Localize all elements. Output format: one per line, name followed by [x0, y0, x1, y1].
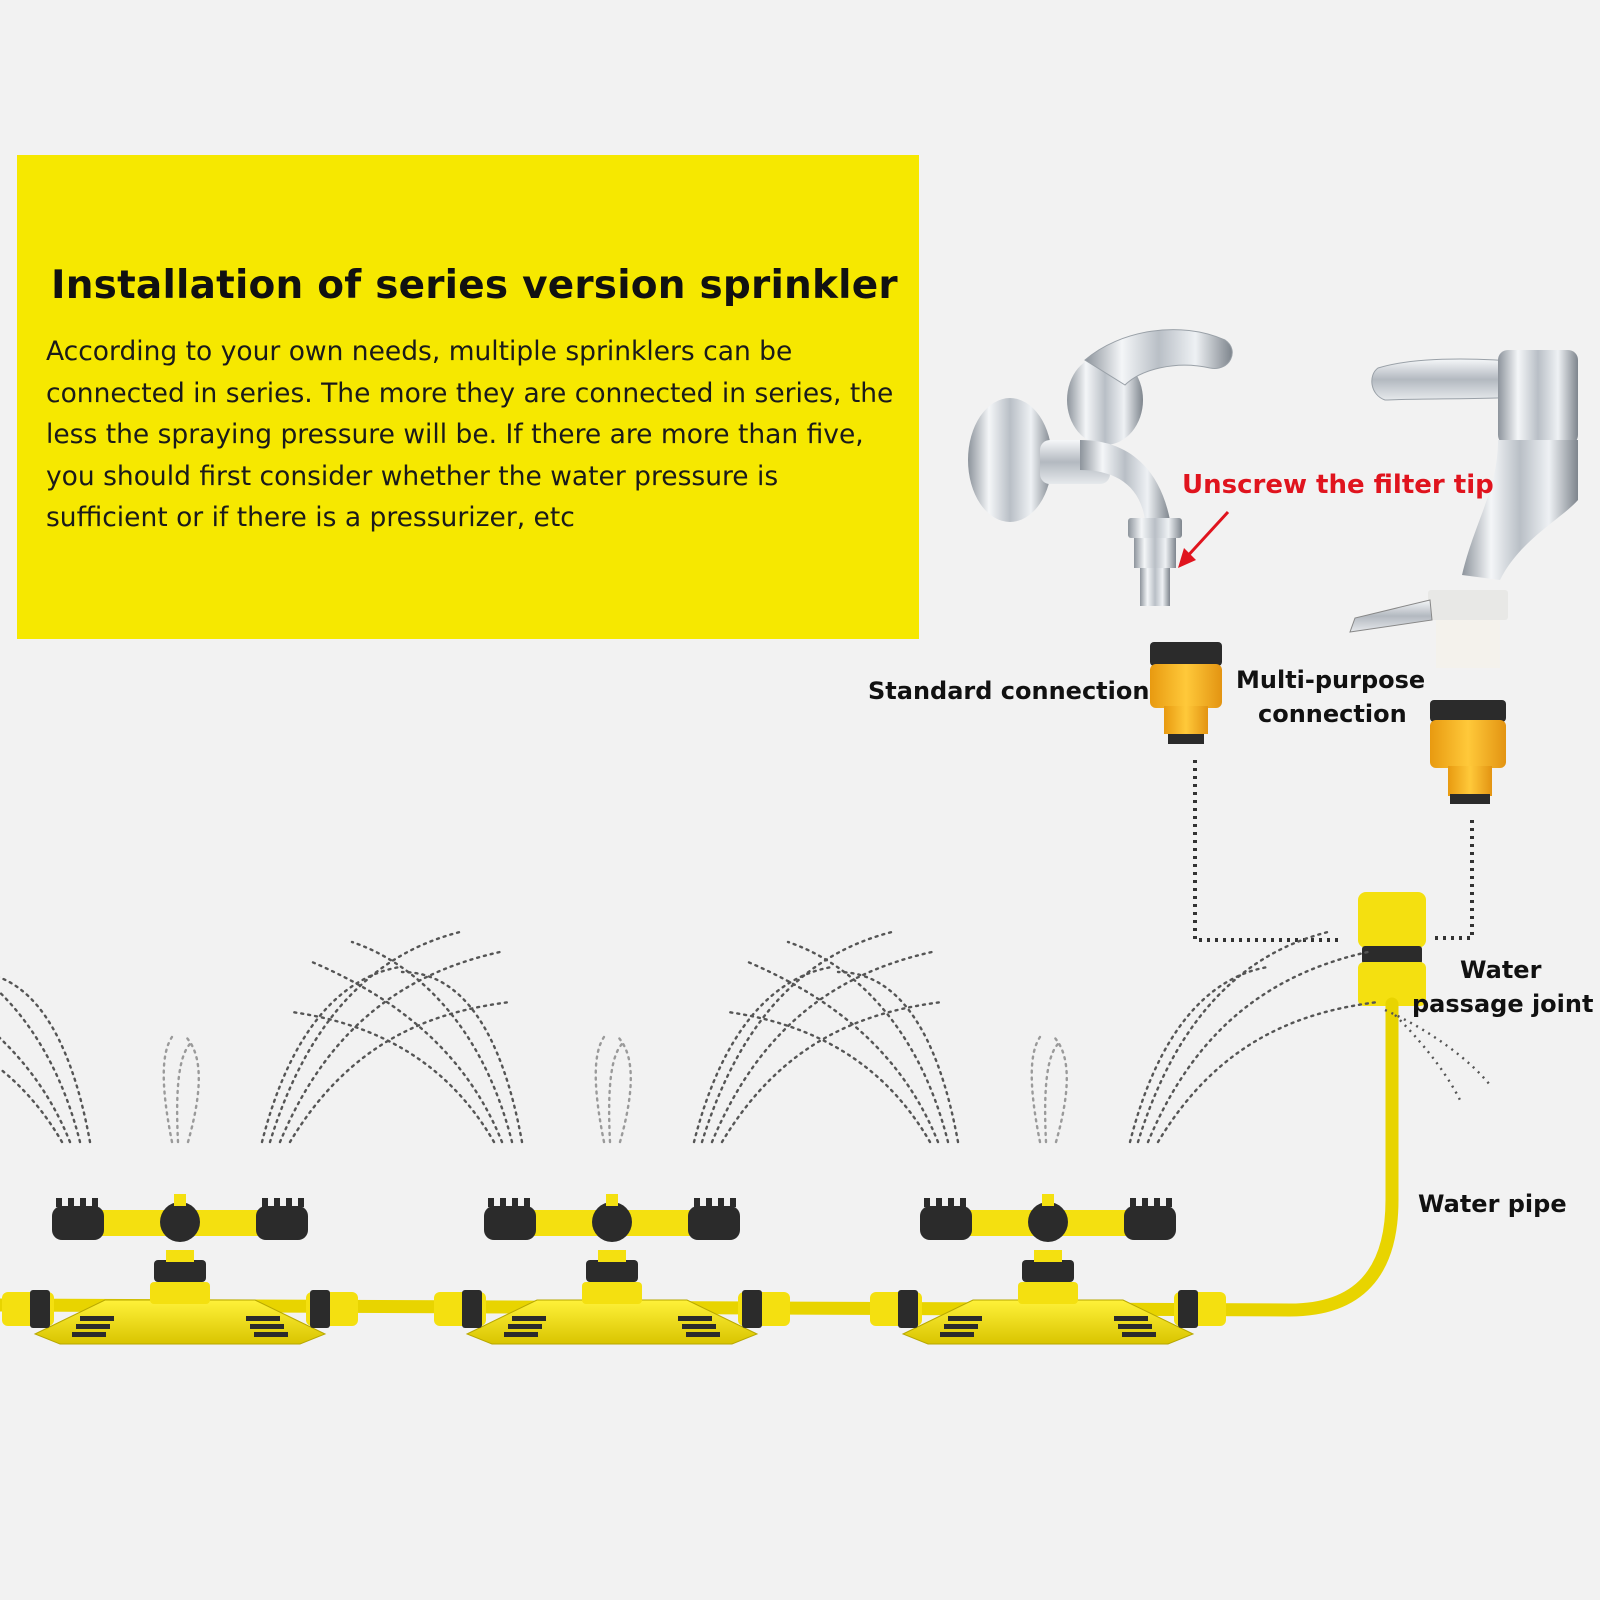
faucet-left-icon — [968, 329, 1233, 606]
water-passage-joint-label-line1: Water — [1460, 956, 1542, 984]
faucet-right-icon — [1349, 350, 1578, 668]
sprinkler-2-icon — [290, 930, 944, 1345]
water-pipe-label: Water pipe — [1418, 1190, 1567, 1218]
water-passage-joint-label-line2: passage joint — [1412, 990, 1594, 1018]
sprinkler-3-icon — [726, 930, 1380, 1345]
multi-purpose-label-line2: connection — [1258, 700, 1407, 728]
water-passage-joint-icon — [1358, 892, 1426, 1006]
page-title: Installation of series version sprinkler — [51, 263, 898, 308]
standard-connector-icon — [1150, 642, 1222, 744]
arrow-icon — [1178, 510, 1230, 568]
info-panel-text: Installation of series version sprinkler… — [17, 155, 919, 639]
water-pipe — [0, 997, 1399, 1317]
unscrew-label: Unscrew the filter tip — [1182, 470, 1494, 500]
joint-spray — [1384, 1008, 1491, 1101]
description-text: According to your own needs, multiple sp… — [46, 336, 894, 533]
connection-path — [1193, 760, 1474, 942]
standard-connection-label: Standard connection — [868, 677, 1150, 705]
multi-purpose-label-line1: Multi-purpose — [1236, 666, 1426, 694]
multi-purpose-connector-icon — [1430, 700, 1506, 804]
